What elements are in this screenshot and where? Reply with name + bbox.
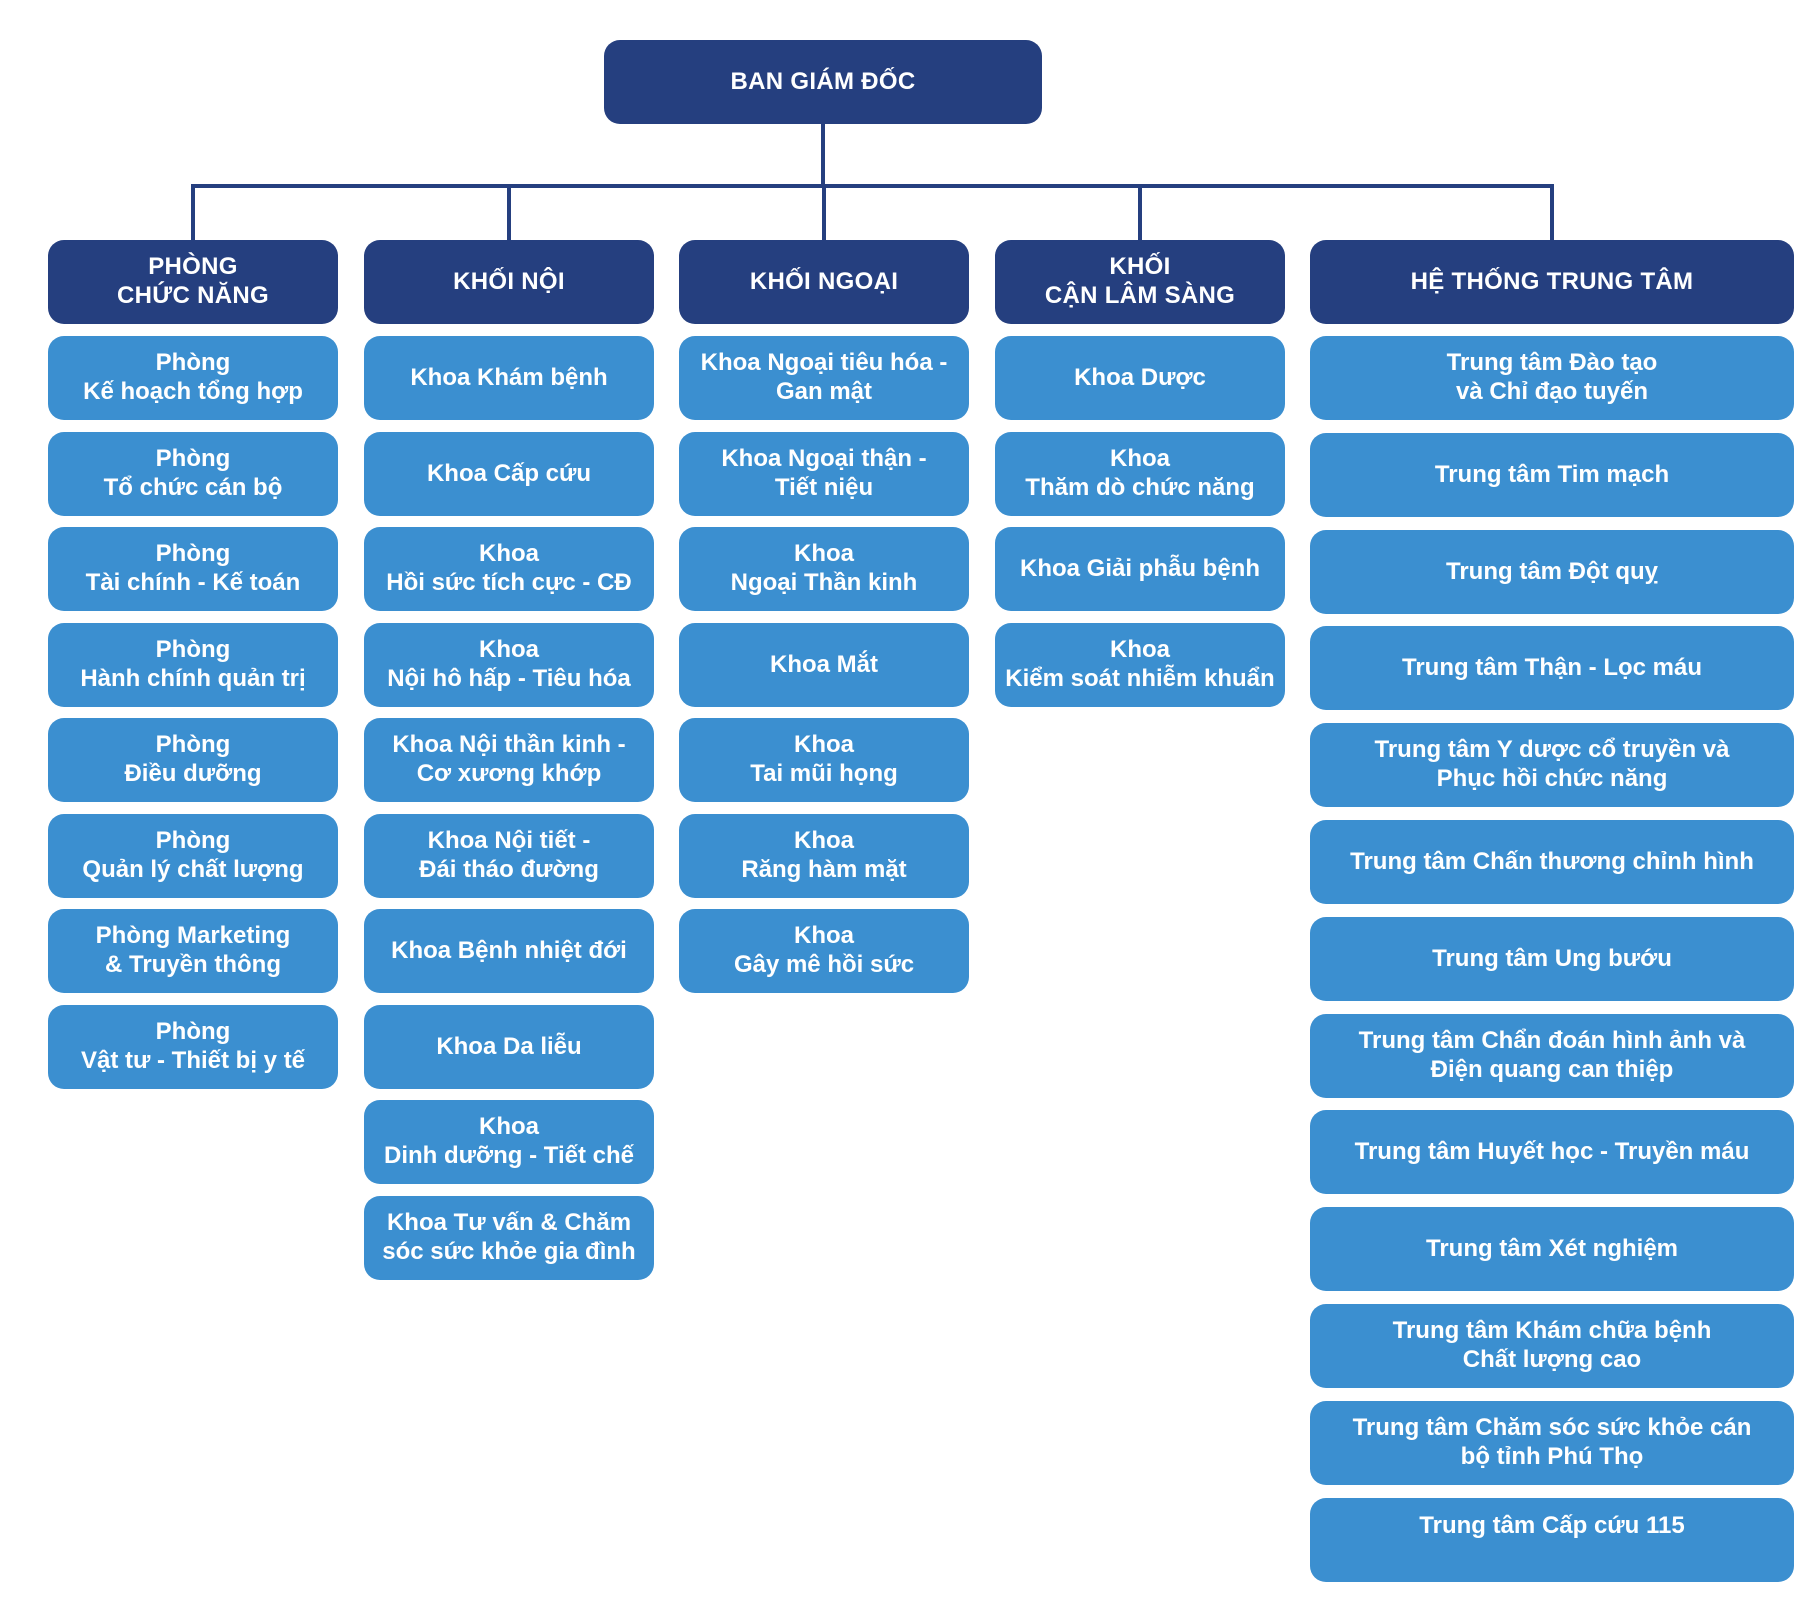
unit-box: Trung tâm Chăm sóc sức khỏe cán bộ tỉnh … [1310, 1401, 1794, 1485]
unit-box: Khoa Kiểm soát nhiễm khuẩn [995, 623, 1285, 707]
unit-box: Trung tâm Chẩn đoán hình ảnh và Điện qua… [1310, 1014, 1794, 1098]
unit-box: Trung tâm Đột quỵ [1310, 530, 1794, 614]
unit-box: Phòng Marketing & Truyền thông [48, 909, 338, 993]
unit-box: Khoa Thăm dò chức năng [995, 432, 1285, 516]
root-node-board-of-directors: BAN GIÁM ĐỐC [604, 40, 1042, 124]
column-header-5: HỆ THỐNG TRUNG TÂM [1310, 240, 1794, 324]
unit-box: Trung tâm Khám chữa bệnh Chất lượng cao [1310, 1304, 1794, 1388]
unit-box: Trung tâm Đào tạo và Chỉ đạo tuyến [1310, 336, 1794, 420]
unit-box: Phòng Tổ chức cán bộ [48, 432, 338, 516]
unit-box: Khoa Dinh dưỡng - Tiết chế [364, 1100, 654, 1184]
unit-box: Trung tâm Thận - Lọc máu [1310, 626, 1794, 710]
unit-box: Khoa Ngoại tiêu hóa - Gan mật [679, 336, 969, 420]
unit-box: Trung tâm Xét nghiệm [1310, 1207, 1794, 1291]
unit-box: Khoa Ngoại Thần kinh [679, 527, 969, 611]
unit-box: Khoa Mắt [679, 623, 969, 707]
unit-box: Khoa Dược [995, 336, 1285, 420]
column-header-4: KHỐI CẬN LÂM SÀNG [995, 240, 1285, 324]
unit-box: Phòng Vật tư - Thiết bị y tế [48, 1005, 338, 1089]
unit-box: Trung tâm Huyết học - Truyền máu [1310, 1110, 1794, 1194]
unit-box: Khoa Ngoại thận - Tiết niệu [679, 432, 969, 516]
unit-box: Khoa Da liễu [364, 1005, 654, 1089]
unit-box: Khoa Nội hô hấp - Tiêu hóa [364, 623, 654, 707]
unit-box: Khoa Nội thần kinh - Cơ xương khớp [364, 718, 654, 802]
unit-box: Khoa Cấp cứu [364, 432, 654, 516]
unit-box: Trung tâm Chấn thương chỉnh hình [1310, 820, 1794, 904]
unit-box: Trung tâm Y dược cổ truyền và Phục hồi c… [1310, 723, 1794, 807]
unit-box: Phòng Tài chính - Kế toán [48, 527, 338, 611]
unit-box: Khoa Nội tiết - Đái tháo đường [364, 814, 654, 898]
unit-box: Phòng Hành chính quản trị [48, 623, 338, 707]
unit-box: Khoa Tư vấn & Chăm sóc sức khỏe gia đình [364, 1196, 654, 1280]
unit-box: Khoa Bệnh nhiệt đới [364, 909, 654, 993]
column-header-3: KHỐI NGOẠI [679, 240, 969, 324]
unit-box: Khoa Răng hàm mặt [679, 814, 969, 898]
unit-box: Trung tâm Tim mạch [1310, 433, 1794, 517]
unit-box: Khoa Gây mê hồi sức [679, 909, 969, 993]
unit-box: Khoa Khám bệnh [364, 336, 654, 420]
unit-box: Trung tâm Ung bướu [1310, 917, 1794, 1001]
unit-box: Phòng Kế hoạch tổng hợp [48, 336, 338, 420]
unit-box: Khoa Hồi sức tích cực - CĐ [364, 527, 654, 611]
unit-box: Phòng Điều dưỡng [48, 718, 338, 802]
column-header-1: PHÒNG CHỨC NĂNG [48, 240, 338, 324]
column-header-2: KHỐI NỘI [364, 240, 654, 324]
unit-box: Khoa Giải phẫu bệnh [995, 527, 1285, 611]
unit-box: Trung tâm Cấp cứu 115 [1310, 1498, 1794, 1582]
unit-box: Khoa Tai mũi họng [679, 718, 969, 802]
unit-box: Phòng Quản lý chất lượng [48, 814, 338, 898]
